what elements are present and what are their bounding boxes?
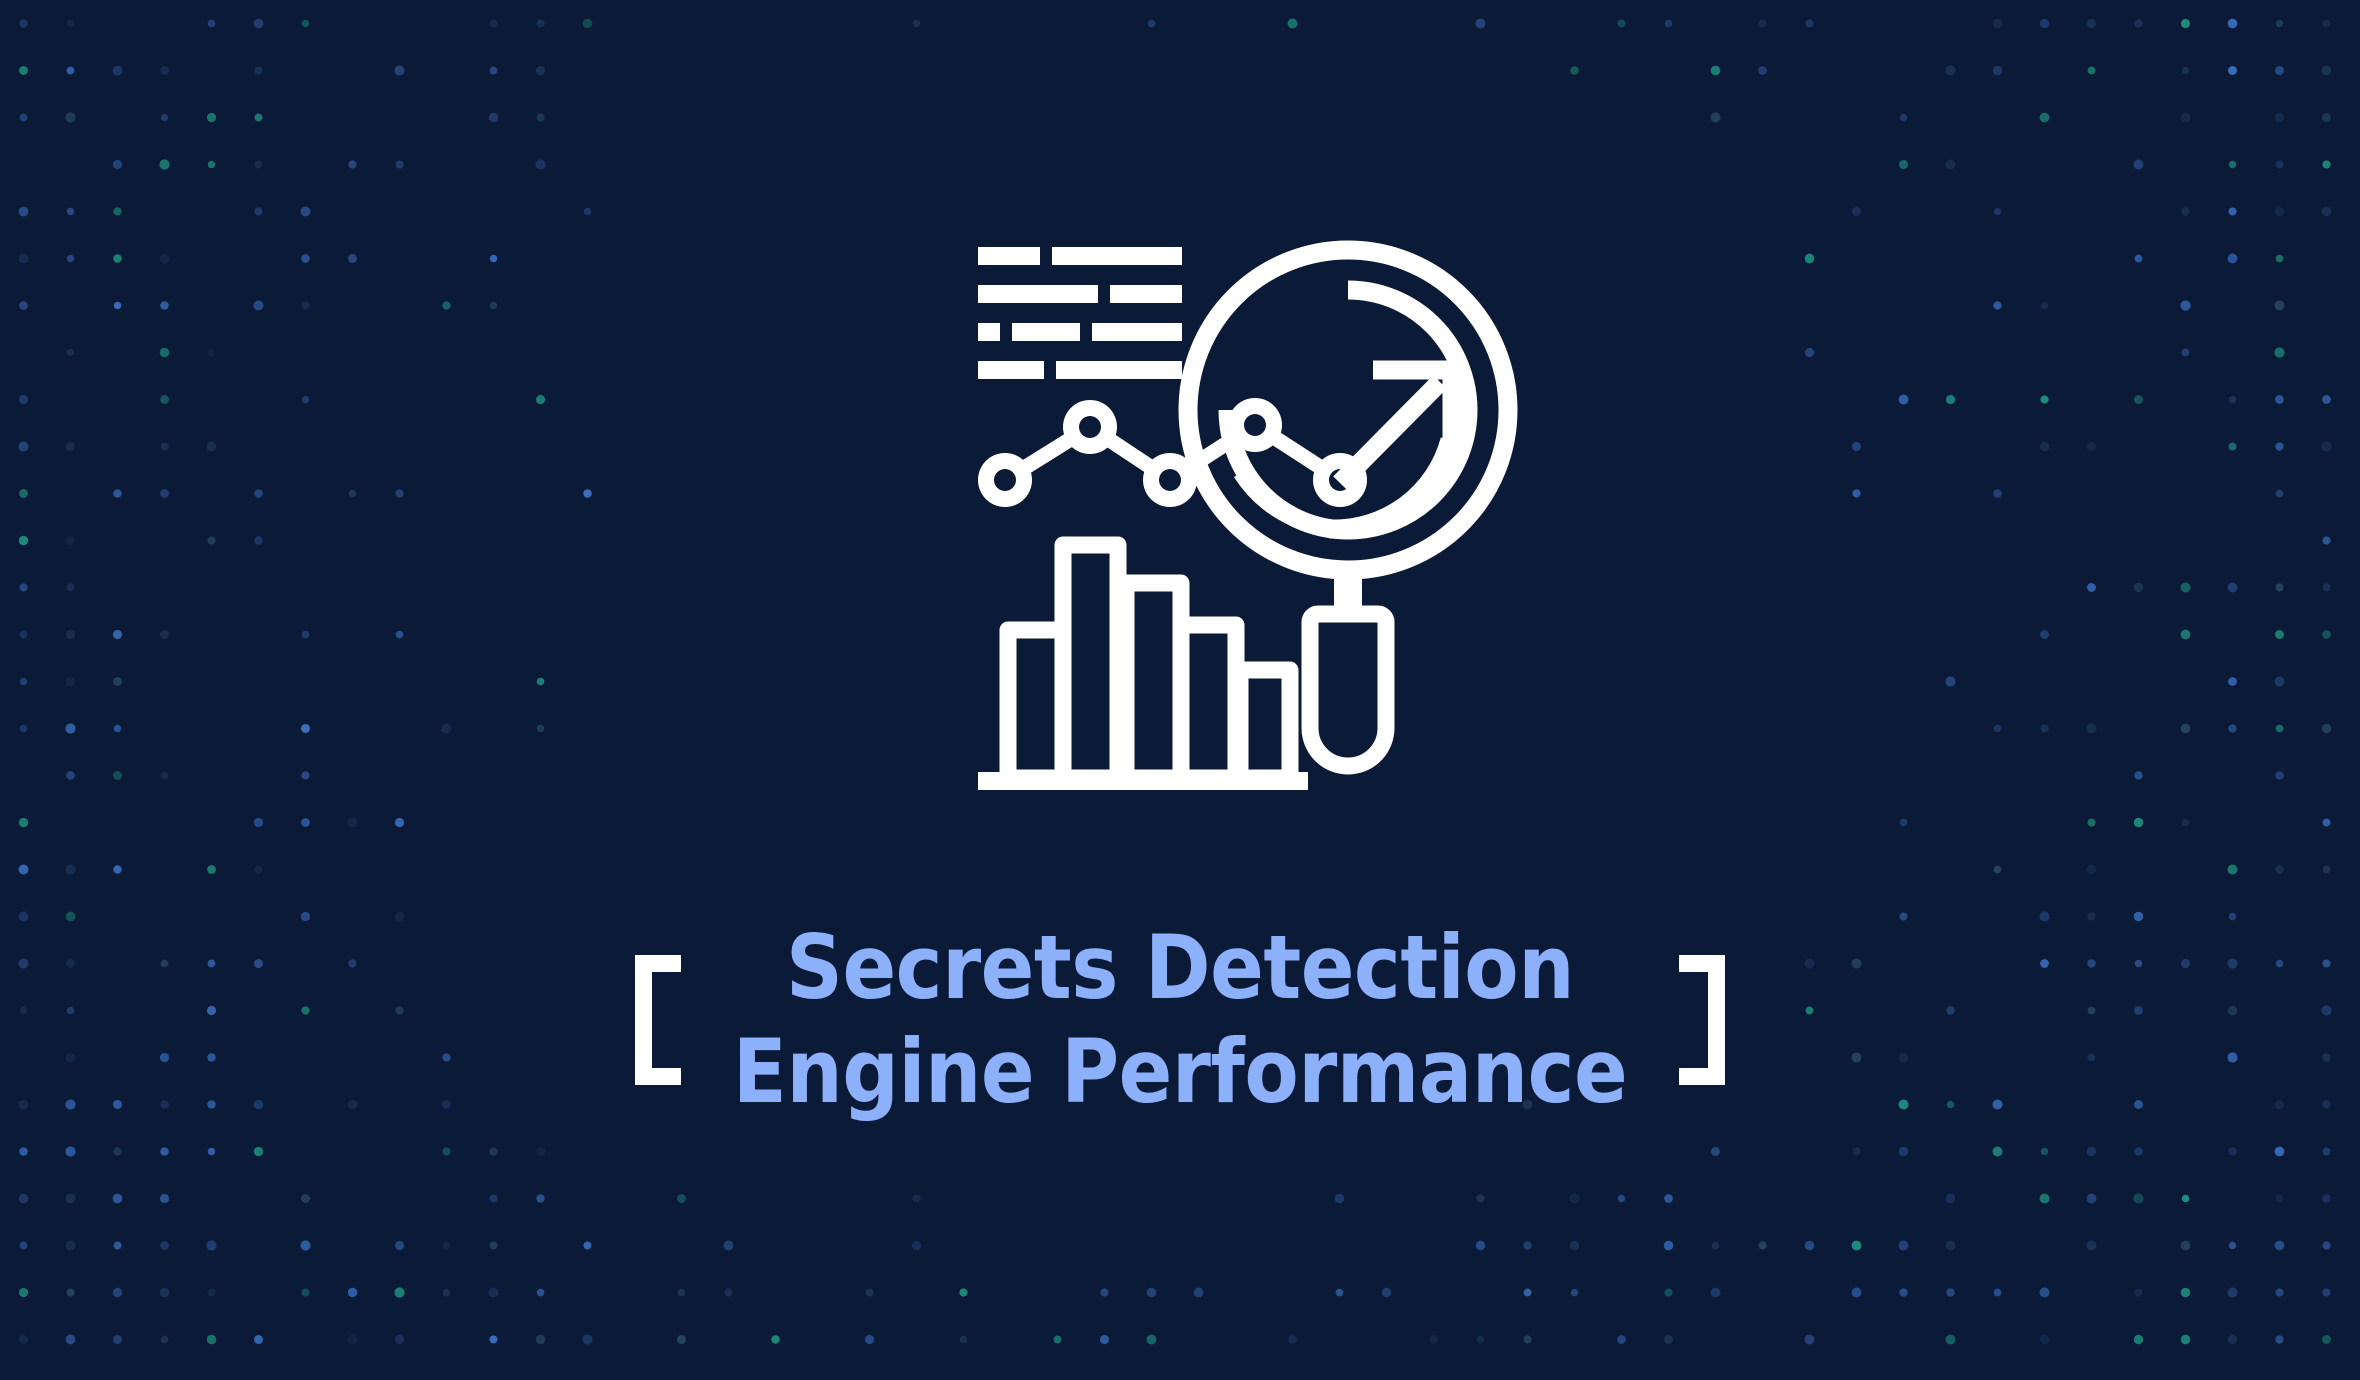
bracket-open-icon [634, 955, 681, 1085]
analytics-magnifier-icon [930, 200, 1550, 840]
page-title-line-1: Secrets Detection [785, 916, 1575, 1019]
title-block: Secrets Detection Engine Performance [0, 900, 2360, 1140]
bracket-close-icon [1679, 955, 1726, 1085]
page-title: Secrets Detection Engine Performance [681, 924, 1679, 1116]
page-title-line-2: Engine Performance [732, 1020, 1628, 1123]
